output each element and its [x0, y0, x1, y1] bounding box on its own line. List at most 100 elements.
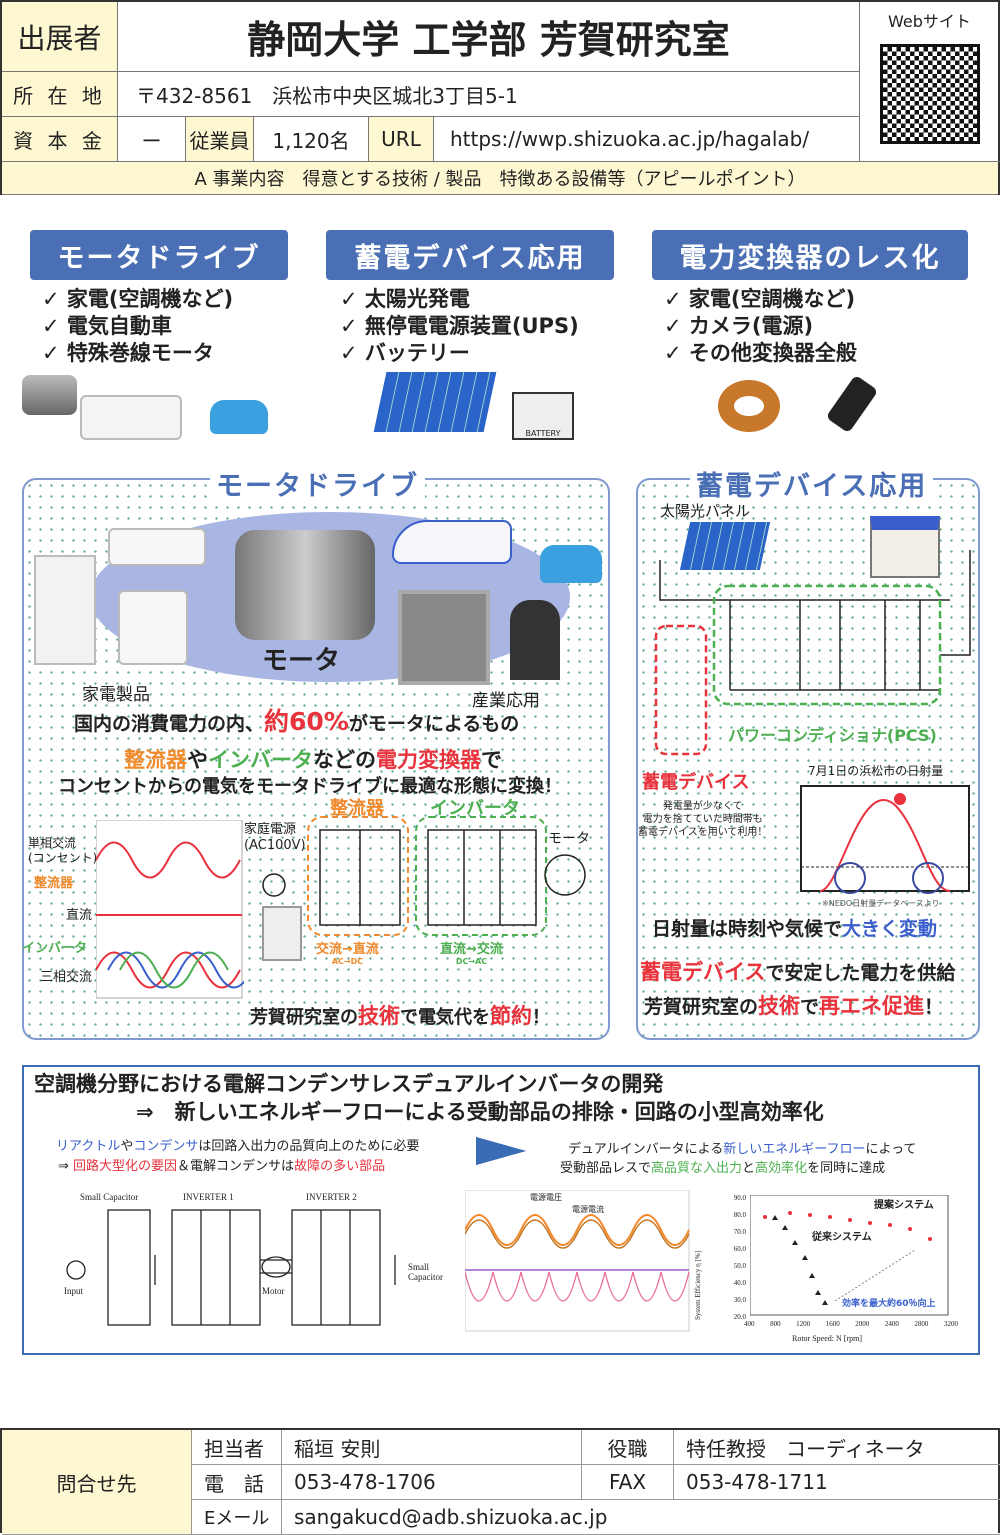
consumption-line: 国内の消費電力の内、約60%がモータによるもの — [74, 707, 520, 736]
storage-line2: 蓄電デバイスで安定した電力を供給 — [640, 960, 956, 984]
solar-label: 太陽光パネル — [660, 502, 751, 520]
motor-label: モータ — [262, 646, 341, 676]
storage-note: 発電量が少なくて 電力を捨てていた時間帯も 蓄電デバイスを用いて利用！ — [638, 801, 768, 838]
three-phase-label: 三相交流 — [40, 970, 93, 985]
rectifier-side-label: 整流器 — [34, 876, 74, 891]
list-item: ✓ バッテリー — [340, 341, 470, 365]
motor-small-label: モータ — [548, 831, 590, 847]
circuit-label: INVERTER 2 — [306, 1192, 357, 1202]
url-label: URL — [369, 117, 434, 162]
motor-footer: 芳賀研究室の技術で電気代を節約！ — [250, 1004, 550, 1028]
website-label: Webサイト — [888, 12, 971, 31]
eff-annotation: 効率を最大約60％向上 — [842, 1299, 936, 1309]
inverter-title: インバータ — [430, 798, 520, 819]
list-item: ✓ 無停電電源装置(UPS) — [340, 314, 579, 338]
email-label: Eメール — [192, 1500, 282, 1535]
wave-label: 電源電圧 — [530, 1193, 562, 1202]
category-storage: 蓄電デバイス応用 — [326, 230, 614, 280]
url-link[interactable]: https://wwp.shizuoka.ac.jp/hagalab/ — [434, 117, 860, 162]
fax-label: FAX — [582, 1465, 674, 1500]
list-item: ✓ カメラ(電源) — [664, 314, 814, 338]
contact-table: 問合せ先 担当者 稲垣 安則 役職 特任教授 コーディネータ 電 話 053-4… — [0, 1428, 1000, 1535]
section-bar: A 事業内容 得意とする技術 / 製品 特徴ある設備等（アピールポイント） — [2, 162, 998, 195]
dc-label: 直流 — [66, 908, 93, 923]
irradiance-chart-title: 7月1日の浜松市の日射量 — [808, 764, 944, 778]
capital-label: 資 本 金 — [2, 117, 118, 162]
tel[interactable]: 053-478-1706 — [282, 1465, 582, 1500]
solar-panel-illustration — [373, 372, 497, 432]
legend-conventional: 従来システム — [812, 1232, 872, 1243]
outlet-illustration — [262, 906, 302, 961]
website-block: Webサイト — [860, 2, 1000, 162]
home-power-label: 家庭電源 (AC100V) — [244, 822, 306, 853]
research-title1: 空調機分野における電解コンデンサレスデュアルインバータの開発 — [34, 1072, 664, 1096]
fax: 053-478-1711 — [674, 1465, 1000, 1500]
circuit-label: INVERTER 1 — [183, 1192, 234, 1202]
capital: ー — [118, 117, 186, 162]
research-box — [22, 1065, 980, 1355]
motor-illustration — [22, 375, 77, 415]
circuit-label: Small Capacitor — [80, 1192, 139, 1202]
aircon-illustration — [108, 528, 206, 566]
ev-car-2-illustration — [540, 545, 602, 583]
pcs-circuit — [654, 550, 971, 756]
research-left1: リアクトルやコンデンサは回路入出力の品質向上のために必要 — [56, 1139, 420, 1154]
washing-machine-illustration — [118, 590, 188, 665]
list-item: ✓ 家電(空調機など) — [42, 287, 234, 311]
industrial-label: 産業応用 — [472, 691, 540, 711]
category-list-converter: ✓ 家電(空調機など) ✓ カメラ(電源) ✓ その他変換器全般 — [664, 286, 857, 367]
escalator-illustration — [510, 600, 560, 680]
eff-xlabel: Rotor Speed: N [rpm] — [792, 1334, 862, 1343]
page-title: 静岡大学 工学部 芳賀研究室 — [118, 2, 860, 72]
capacitor-illustration — [825, 374, 879, 434]
research-right1: デュアルインバータによる新しいエネルギーフローによって — [568, 1142, 917, 1157]
research-right2: 受動部品レスで高品質な入出力と高効率化を同時に達成 — [560, 1161, 886, 1176]
tel-label: 電 話 — [192, 1465, 282, 1500]
train-illustration — [392, 520, 512, 564]
category-motor-drive: モータドライブ — [30, 230, 288, 280]
list-item: ✓ 特殊巻線モータ — [42, 341, 214, 365]
storage-device-label: 蓄電デバイス — [642, 772, 750, 793]
dual-inverter-circuit — [66, 1209, 396, 1326]
address-label: 所 在 地 — [2, 72, 118, 117]
qr-code-icon[interactable] — [880, 44, 980, 144]
toroidal-coil-illustration — [718, 380, 780, 432]
waveform-graphs — [96, 820, 244, 999]
list-item: ✓ 電気自動車 — [42, 314, 172, 338]
air-conditioner-illustration — [80, 395, 182, 440]
role: 特任教授 コーディネータ — [674, 1430, 1000, 1465]
eff-ylabel: System Efficiency η [%] — [694, 1250, 702, 1320]
efficiency-chart — [750, 1195, 949, 1316]
appliances-label: 家電製品 — [82, 685, 150, 705]
storage-line1: 日射量は時刻や気候で大きく変動 — [652, 918, 938, 940]
ev-car-illustration — [210, 400, 268, 434]
role-label: 役職 — [582, 1430, 674, 1465]
address: 〒432-8561 浜松市中央区城北3丁目5-1 — [118, 72, 860, 117]
list-item: ✓ その他変換器全般 — [664, 341, 857, 365]
person: 稲垣 安則 — [282, 1430, 582, 1465]
right-arrow-icon — [476, 1137, 526, 1165]
list-item: ✓ 家電(空調機など) — [664, 287, 856, 311]
person-label: 担当者 — [192, 1430, 282, 1465]
storage-line3: 芳賀研究室の技術で再エネ促進！ — [644, 994, 944, 1018]
motor-drive-circuit — [262, 816, 586, 936]
list-item: ✓ 太陽光発電 — [340, 287, 470, 311]
single-phase-label: 単相交流 (コンセント) — [28, 836, 98, 865]
voltage-current-waveforms — [465, 1190, 690, 1332]
house-illustration — [870, 516, 940, 578]
circuit-label: Motor — [262, 1286, 285, 1296]
pcs-label: パワーコンディショナ(PCS) — [728, 726, 937, 745]
battery-illustration: BATTERY — [512, 392, 574, 440]
category-list-storage: ✓ 太陽光発電 ✓ 無停電電源装置(UPS) ✓ バッテリー — [340, 286, 579, 367]
storage-panel-title: 蓄電デバイス応用 — [690, 464, 934, 503]
category-converter-less: 電力変換器のレス化 — [652, 230, 968, 280]
elevator-illustration — [398, 590, 490, 685]
converter-line: 整流器やインバータなどの電力変換器で — [124, 748, 502, 772]
research-title2: ⇒ 新しいエネルギーフローによる受動部品の排除・回路の小型高効率化 — [136, 1100, 824, 1124]
header-table: 出展者 静岡大学 工学部 芳賀研究室 所 在 地 〒432-8561 浜松市中央… — [0, 0, 1000, 195]
category-list-motor: ✓ 家電(空調機など) ✓ 電気自動車 ✓ 特殊巻線モータ — [42, 286, 233, 367]
email-link[interactable]: sangakucd@adb.shizuoka.ac.jp — [282, 1500, 1000, 1535]
